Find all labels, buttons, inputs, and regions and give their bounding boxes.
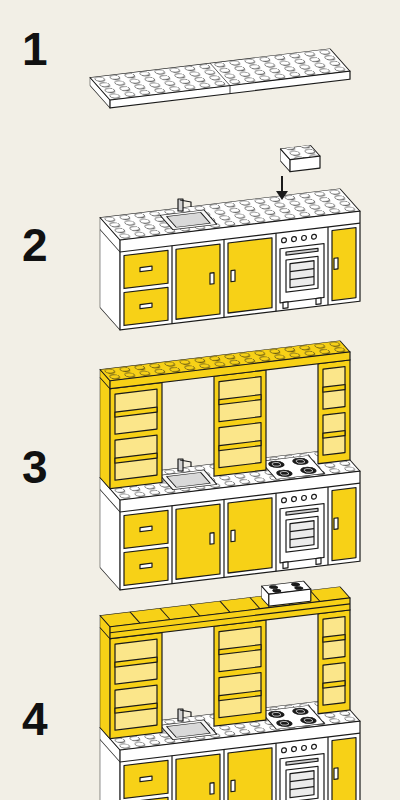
- step-number: 4: [22, 696, 48, 742]
- finished-kitchen: [100, 581, 360, 800]
- step-number: 2: [22, 222, 48, 268]
- step-number: 1: [22, 26, 48, 72]
- kitchen-with-shelves: [100, 341, 360, 590]
- arrow: [276, 176, 288, 200]
- kitchen-counter: [100, 145, 360, 330]
- step-number: 3: [22, 444, 48, 490]
- brick: [280, 145, 320, 171]
- base-plate: [90, 49, 350, 108]
